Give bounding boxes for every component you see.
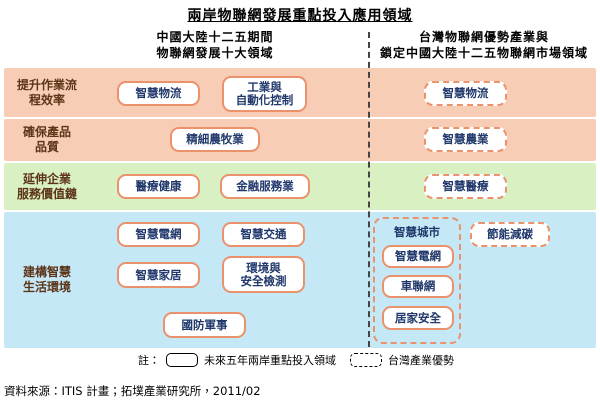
page-title: 兩岸物聯網發展重點投入應用領域 [187, 8, 413, 24]
box-china-smart-home: 智慧家居 [117, 262, 200, 288]
header-china-line1: 中國大陸十二五期間 [156, 30, 274, 44]
row-label-service-value-chain: 延伸企業 服務價值鏈 [16, 171, 77, 201]
box-taiwan-home-safety: 居家安全 [382, 306, 454, 330]
legend-prefix: 註： [138, 354, 160, 367]
legend-dashed-label: 台灣產業優勢 [388, 354, 454, 367]
box-taiwan-smart-agriculture: 智慧農業 [424, 127, 507, 152]
source-note: 資料來源：ITIS 計畫；拓墣產業研究所，2011/02 [4, 384, 261, 398]
legend-solid-box-icon [166, 353, 198, 367]
box-china-smart-logistics: 智慧物流 [117, 81, 200, 106]
box-taiwan-smart-grid: 智慧電網 [382, 245, 454, 268]
group-taiwan-smart-city: 智慧城市 智慧電網 車聯網 居家安全 [373, 217, 461, 344]
box-taiwan-energy-carbon: 節能減碳 [470, 222, 550, 247]
header-taiwan-line2: 鎖定中國大陸十二五物聯網市場領域 [379, 46, 588, 60]
column-divider-dashed-line [368, 32, 370, 347]
row-label-process-efficiency: 提升作業流 程效率 [16, 77, 77, 107]
legend-dashed-box-icon [350, 353, 382, 367]
row-label-smart-living: 建構智慧 生活環境 [22, 265, 71, 294]
header-taiwan-column: 台灣物聯網優勢產業與 鎖定中國大陸十二五物聯網市場領域 [372, 29, 596, 61]
box-china-medical-health: 醫療健康 [117, 174, 200, 199]
header-china-line2: 物聯網發展十大領域 [156, 46, 274, 60]
box-china-smart-grid: 智慧電網 [117, 222, 200, 247]
box-taiwan-smart-logistics: 智慧物流 [424, 81, 507, 106]
legend: 註： 未來五年兩岸重點投入領域 台灣產業優勢 [0, 352, 600, 368]
box-taiwan-connected-vehicles: 車聯網 [382, 275, 454, 298]
box-taiwan-smart-medical: 智慧醫療 [424, 174, 507, 199]
band-product-quality: 確保產品 品質 [4, 119, 596, 161]
label-smart-city: 智慧城市 [394, 225, 440, 239]
box-china-industrial-automation: 工業與 自動化控制 [222, 76, 307, 112]
header-taiwan-line1: 台灣物聯網優勢產業與 [418, 30, 549, 44]
box-china-defense-military: 國防軍事 [163, 312, 246, 338]
row-label-product-quality: 確保產品 品質 [22, 125, 71, 154]
box-china-financial-services: 金融服務業 [220, 174, 310, 199]
box-china-precision-farming: 精細農牧業 [170, 127, 260, 152]
header-china-column: 中國大陸十二五期間 物聯網發展十大領域 [88, 29, 342, 61]
legend-solid-label: 未來五年兩岸重點投入領域 [204, 354, 336, 367]
box-china-smart-transport: 智慧交通 [222, 222, 305, 247]
box-china-environment-safety: 環境與 安全檢測 [222, 256, 305, 293]
